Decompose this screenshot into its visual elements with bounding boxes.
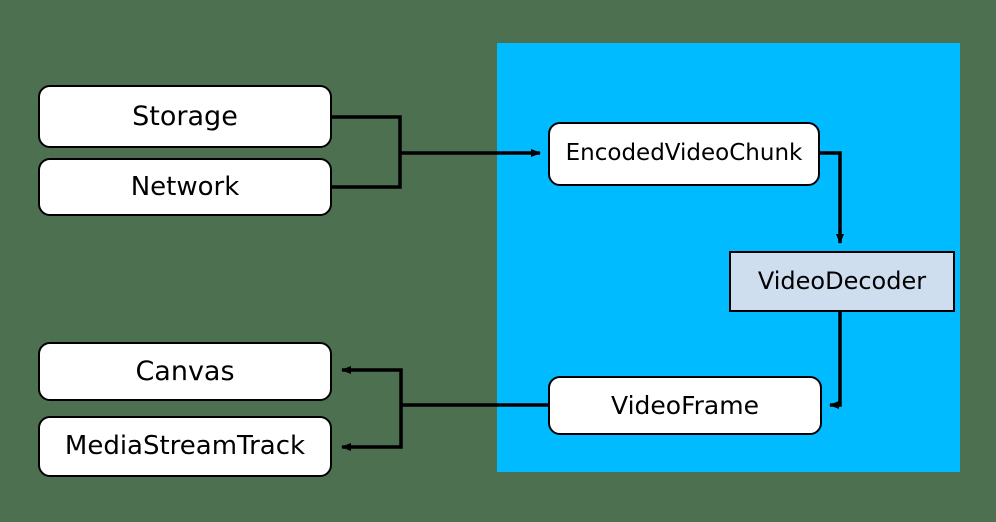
- node-canvas[interactable]: Canvas: [38, 342, 332, 401]
- node-storage-label: Storage: [132, 100, 238, 132]
- node-storage[interactable]: Storage: [38, 85, 332, 148]
- node-network-label: Network: [130, 171, 240, 202]
- node-encodedvideochunk-label: EncodedVideoChunk: [565, 140, 803, 167]
- node-mediastreamtrack[interactable]: MediaStreamTrack: [38, 416, 332, 477]
- edge-videoframe-to-sinks: [341, 366, 548, 451]
- node-mediastreamtrack-label: MediaStreamTrack: [64, 431, 306, 462]
- edge-encodedvideochunk-to-videodecoder: [820, 151, 844, 244]
- node-network[interactable]: Network: [38, 158, 332, 216]
- edge-videodecoder-to-videoframe: [829, 312, 842, 409]
- edge-sources-to-encodedvideochunk: [332, 115, 541, 189]
- node-videodecoder-label: VideoDecoder: [757, 267, 927, 296]
- node-videodecoder[interactable]: VideoDecoder: [729, 251, 955, 312]
- node-videoframe-label: VideoFrame: [611, 390, 759, 420]
- node-canvas-label: Canvas: [135, 355, 235, 387]
- node-videoframe[interactable]: VideoFrame: [548, 376, 822, 435]
- node-encodedvideochunk[interactable]: EncodedVideoChunk: [548, 122, 820, 186]
